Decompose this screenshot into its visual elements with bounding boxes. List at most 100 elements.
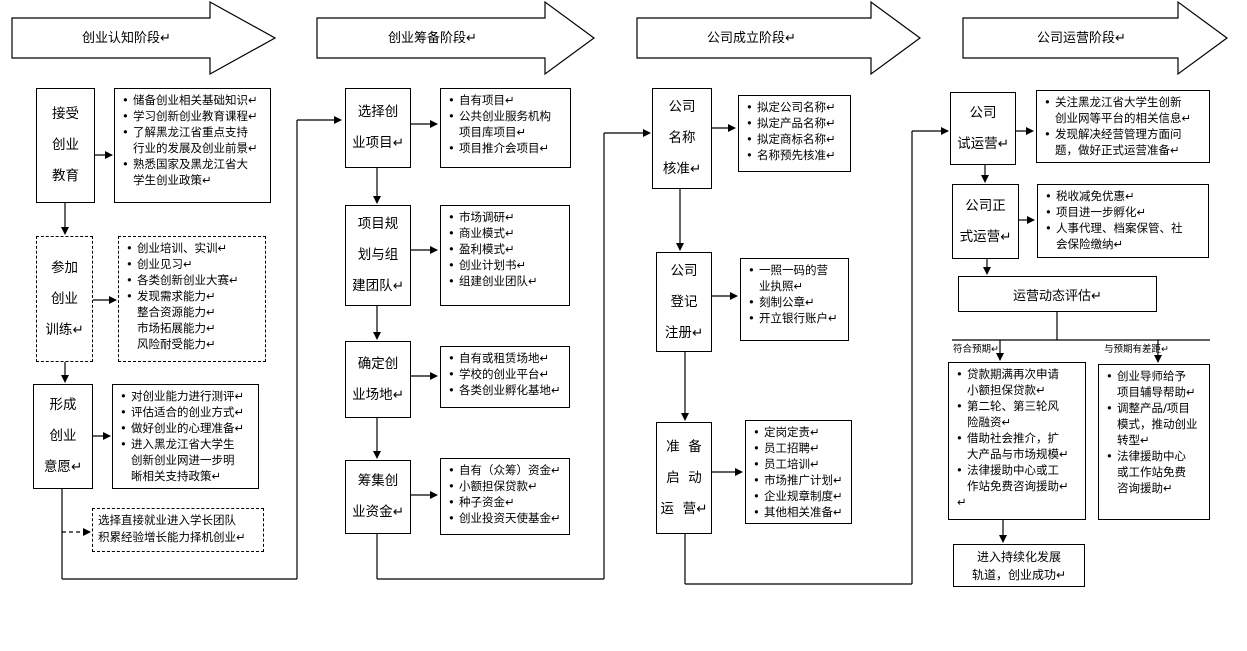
list-item: 其他相关准备↵ — [752, 504, 847, 520]
stage-title-establishment: 公司成立阶段↵ — [707, 31, 796, 46]
step-line: 形成 — [49, 397, 77, 413]
list-item: 名称预先核准↵ — [745, 147, 846, 163]
step-line: 创业 — [52, 137, 79, 153]
stage-arrow-4 — [962, 0, 1229, 76]
step-line: 准 备 — [666, 438, 702, 455]
list-item: 法律援助中心或工 — [955, 462, 1081, 478]
step-formal-operation: 公司正 式运营↵ — [952, 184, 1019, 259]
list-item: 或工作站免费 — [1117, 465, 1186, 479]
stage-arrow-1 — [11, 0, 277, 76]
stage-title-awareness: 创业认知阶段↵ — [82, 31, 171, 46]
list-item: 拟定商标名称↵ — [745, 131, 846, 147]
stage-arrow-2 — [316, 0, 596, 76]
success-line: 进入持续化发展 — [976, 550, 1061, 564]
step-choose-project: 选择创 业项目↵ — [345, 88, 411, 168]
branch-label-gap-from-expectation: 与预期有差距↵ — [1104, 344, 1169, 355]
detail-intention: 对创业能力进行测评↵ 评估适合的创业方式↵ 做好创业的心理准备↵ 进入黑龙江省大… — [112, 384, 259, 489]
step-line: 筹集创 — [357, 473, 399, 489]
evaluation-label: 运营动态评估↵ — [1013, 288, 1102, 304]
step-line: 公司 — [670, 262, 698, 279]
step-trial-operation: 公司 试运营↵ — [950, 92, 1016, 165]
list-item: 各类创新创业大赛↵ — [125, 272, 261, 288]
list-item: 做好创业的心理准备↵ — [119, 420, 254, 436]
list-item: 模式，推动创业 — [1117, 417, 1198, 431]
list-item: 创业计划书↵ — [447, 257, 565, 273]
list-item: 转型↵ — [1117, 433, 1150, 447]
step-line: 业场地↵ — [352, 386, 404, 403]
detail-site: 自有或租赁场地↵ 学校的创业平台↵ 各类创业孵化基地↵ — [440, 346, 570, 408]
list-item: 项目推介会项目↵ — [447, 140, 566, 156]
detail-training: 创业培训、实训↵ 创业见习↵ 各类创新创业大赛↵ 发现需求能力↵ 整合资源能力↵… — [118, 236, 266, 362]
step-line: 参加 — [51, 259, 78, 276]
step-line: 公司 — [668, 99, 696, 115]
list-item: 创业见习↵ — [125, 256, 261, 272]
list-item: 学生创业政策↵ — [133, 173, 212, 187]
success-line: 轨道，创业成功↵ — [971, 568, 1067, 582]
step-plan-and-team: 项目规 划与组 建团队↵ — [345, 205, 411, 306]
list-item: 商业模式↵ — [447, 225, 565, 241]
list-item: 创业培训、实训↵ — [125, 240, 261, 256]
step-name-approval: 公司 名称 核准↵ — [652, 88, 712, 189]
step-join-training: 参加 创业 训练↵ — [36, 236, 93, 362]
list-item: 贷款期满再次申请 — [955, 366, 1081, 382]
detail-formal: 税收减免优惠↵ 项目进一步孵化↵ 人事代理、档案保管、社 会保险缴纳↵ — [1037, 184, 1209, 258]
list-item: 市场调研↵ — [447, 209, 565, 225]
list-item: 关注黑龙江省大学生创新 — [1043, 94, 1205, 110]
list-item: 税收减免优惠↵ — [1044, 188, 1204, 204]
list-item: 项目库项目↵ — [459, 125, 527, 139]
step-line: 业资金↵ — [352, 504, 404, 520]
list-item: 拟定公司名称↵ — [745, 99, 846, 115]
list-item: 大产品与市场规模↵ — [967, 447, 1069, 461]
list-item: 学校的创业平台↵ — [447, 366, 565, 382]
list-item: 评估适合的创业方式↵ — [119, 404, 254, 420]
step-line: 公司 — [969, 104, 997, 121]
detail-prepare: 定岗定责↵ 员工招聘↵ 员工培训↵ 市场推广计划↵ 企业规章制度↵ 其他相关准备… — [745, 420, 852, 524]
list-item: 项目进一步孵化↵ — [1044, 204, 1204, 220]
step-line: 公司正 — [965, 197, 1006, 214]
detail-project: 自有项目↵ 公共创业服务机构 项目库项目↵ 项目推介会项目↵ — [440, 88, 571, 168]
list-item: 创业投资天使基金↵ — [447, 510, 565, 526]
list-item: 种子资金↵ — [447, 494, 565, 510]
step-form-intention: 形成 创业 意愿↵ — [33, 384, 93, 489]
list-item: 小额担保贷款↵ — [447, 478, 565, 494]
list-item: 拟定产品名称↵ — [745, 115, 846, 131]
list-item: 熟悉国家及黑龙江省大 — [121, 156, 266, 172]
step-line: 注册↵ — [664, 324, 704, 341]
step-line: 创业 — [51, 290, 78, 307]
step-prepare-launch: 准 备 启 动 运 营↵ — [656, 422, 712, 534]
list-item: 险融资↵ — [967, 415, 1012, 429]
list-item: 发现解决经营管理方面问 — [1043, 126, 1205, 142]
step-line: 接受 — [52, 106, 79, 122]
step-line: 名称 — [668, 130, 696, 146]
list-item: 盈利模式↵ — [447, 241, 565, 257]
list-item: 各类创业孵化基地↵ — [447, 382, 565, 398]
list-item: 借助社会推介，扩 — [955, 430, 1081, 446]
list-item: 刻制公章↵ — [747, 294, 844, 310]
stage-title-preparation: 创业筹备阶段↵ — [388, 31, 477, 46]
list-tail: ↵ — [957, 495, 967, 509]
list-item: 创业导师给予 — [1105, 368, 1205, 384]
stage-arrow-3 — [636, 0, 922, 76]
step-line: 教育 — [52, 168, 79, 184]
detail-gap-from-expectation: 创业导师给予 项目辅导帮助↵ 调整产品/项目 模式，推动创业 转型↵ 法律援助中… — [1098, 364, 1210, 520]
list-item: 创新创业网进一步明 — [131, 453, 235, 467]
list-item: 自有（众筹）资金↵ — [447, 462, 565, 478]
list-item: 储备创业相关基础知识↵ — [121, 92, 266, 108]
list-item: 了解黑龙江省重点支持 — [121, 124, 266, 140]
step-registration: 公司 登记 注册↵ — [656, 252, 712, 352]
list-item: 员工培训↵ — [752, 456, 847, 472]
list-item: 第二轮、第三轮风 — [955, 398, 1081, 414]
list-item: 员工招聘↵ — [752, 440, 847, 456]
step-line: 业项目↵ — [352, 135, 404, 151]
list-item: 项目辅导帮助↵ — [1117, 385, 1196, 399]
list-item: 定岗定责↵ — [752, 424, 847, 440]
list-item: 自有项目↵ — [447, 92, 566, 108]
alt-line: 积累经验增长能力择机创业↵ — [98, 530, 246, 544]
list-item: 对创业能力进行测评↵ — [119, 388, 254, 404]
step-line: 核准↵ — [662, 161, 702, 177]
list-item: 发现需求能力↵ — [125, 288, 261, 304]
list-item: 进入黑龙江省大学生 — [119, 436, 254, 452]
list-item: 咨询援助↵ — [1117, 481, 1173, 495]
